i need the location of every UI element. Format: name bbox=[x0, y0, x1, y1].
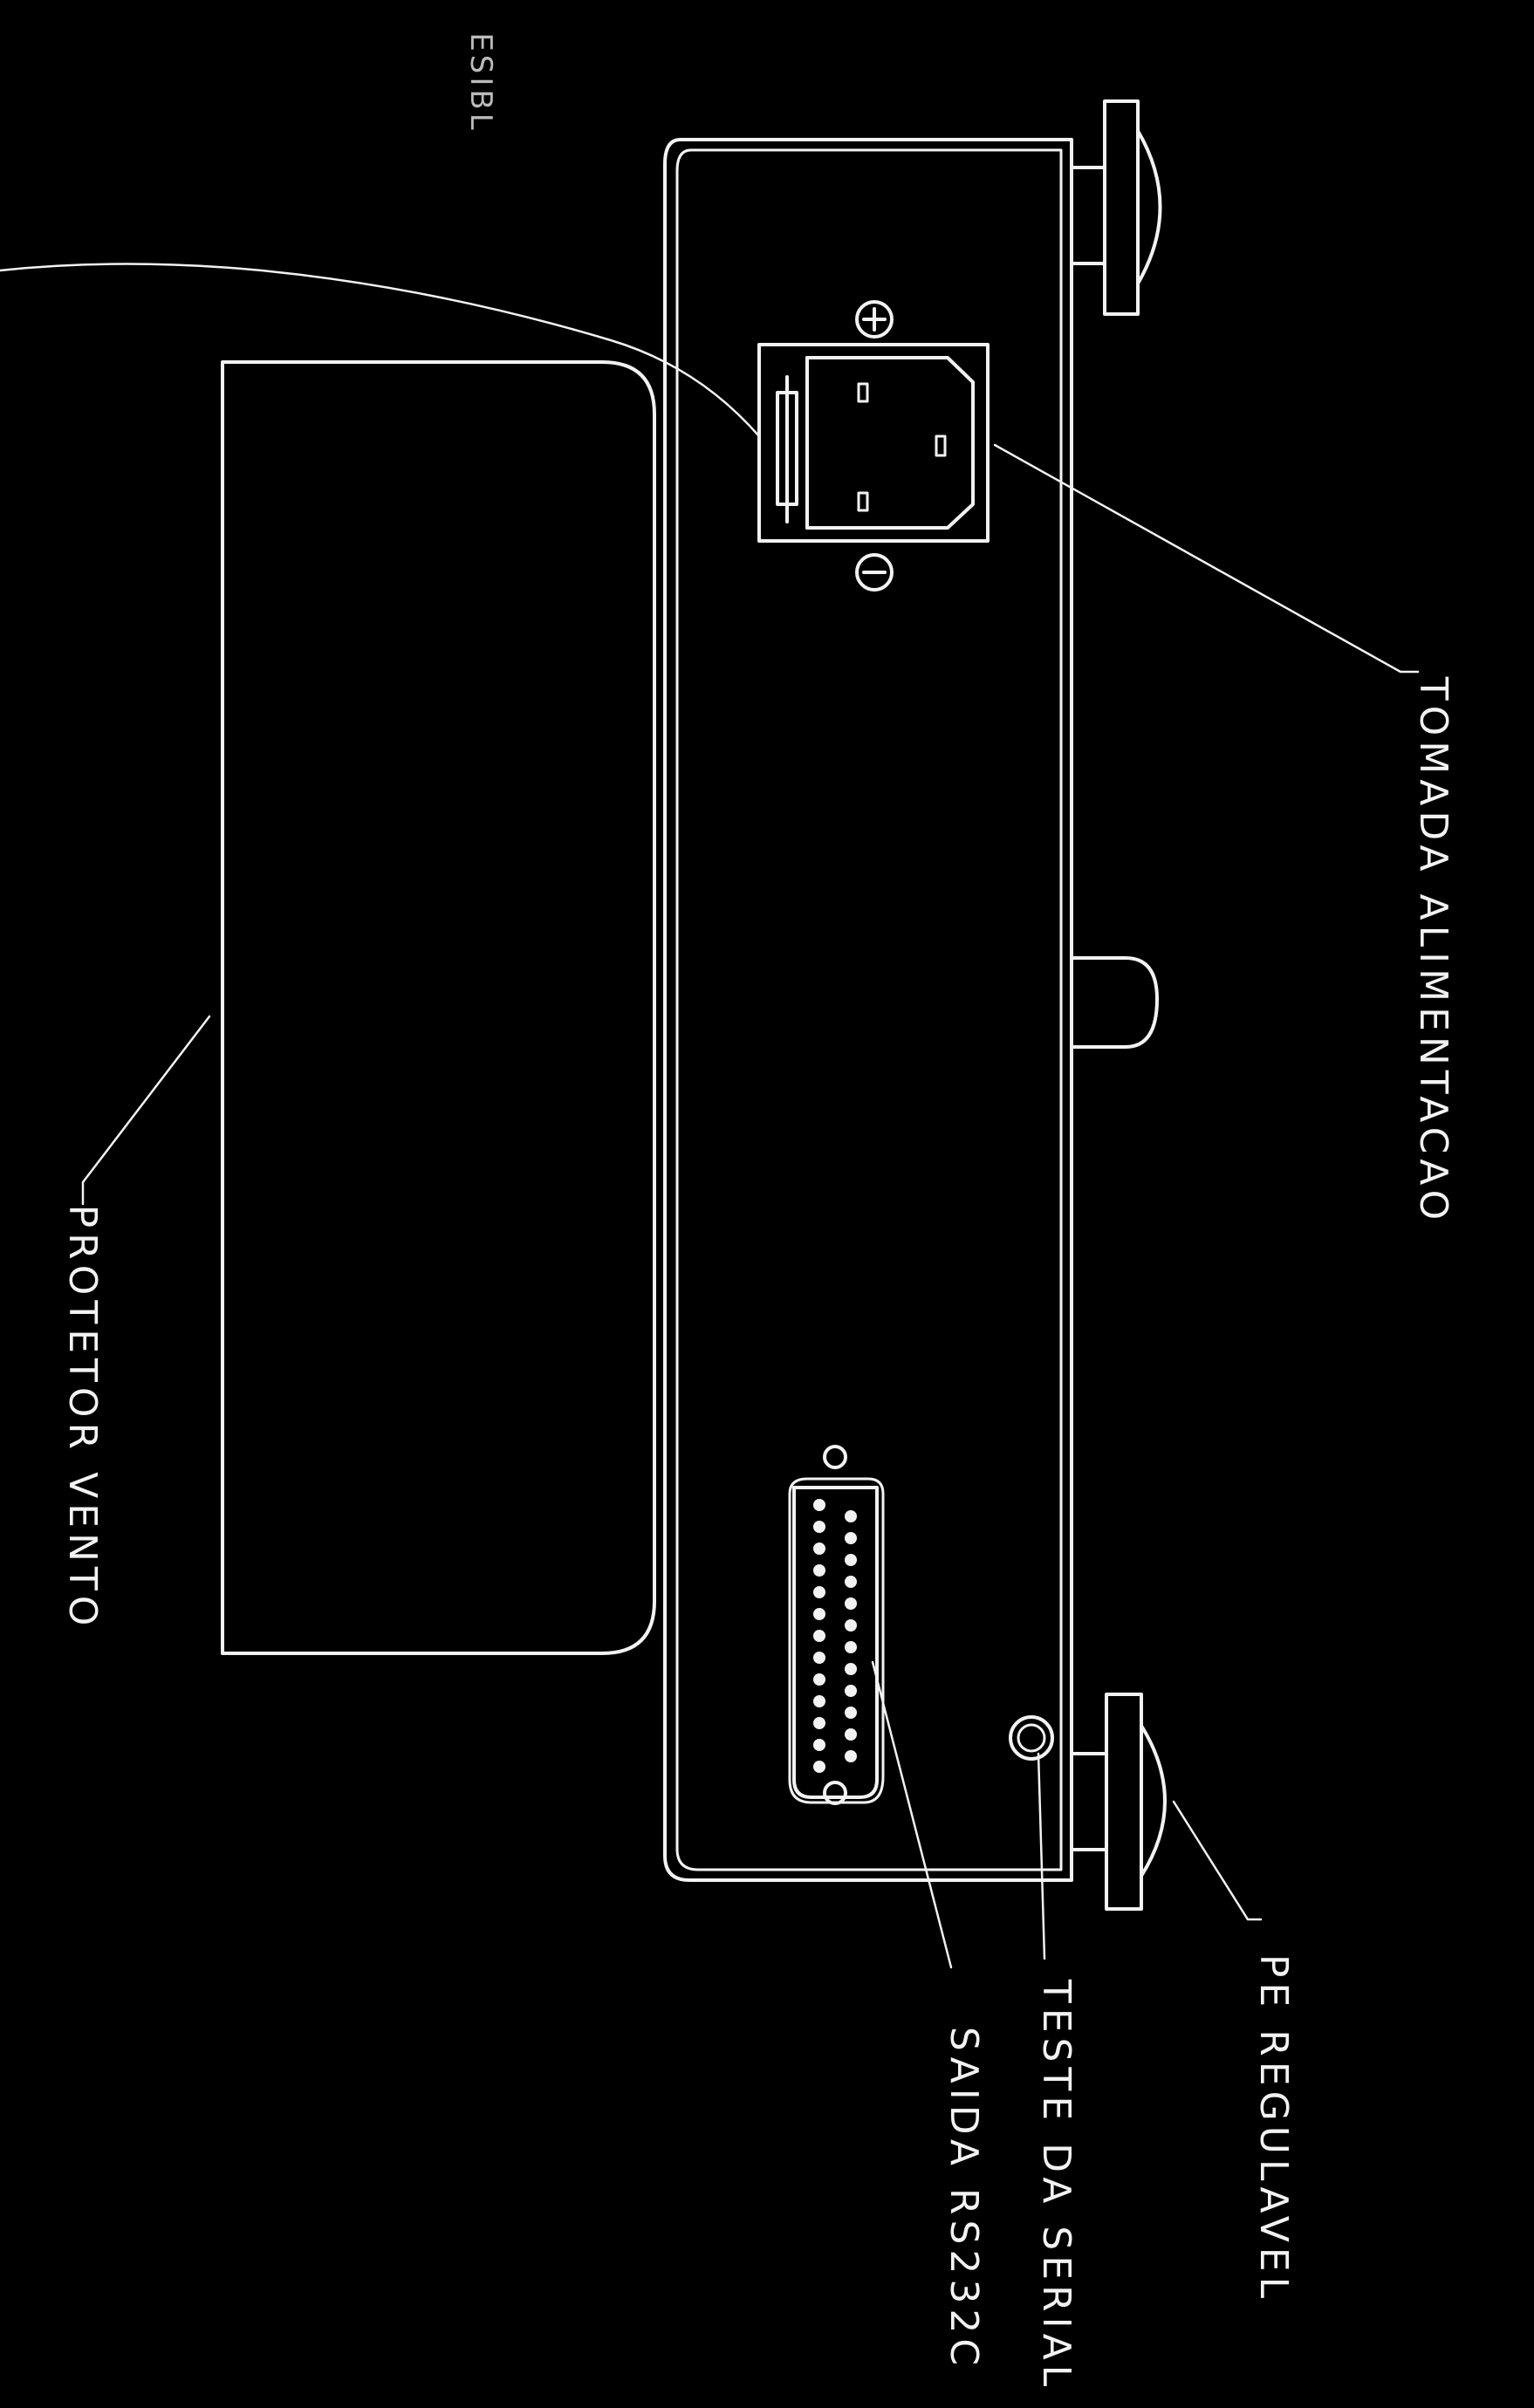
connector-pin bbox=[813, 1673, 825, 1686]
leader-adjustable-foot bbox=[1172, 1800, 1263, 1921]
connector-pin bbox=[845, 1685, 857, 1697]
iec-power-inlet-icon bbox=[757, 343, 990, 543]
wind-guard-shape bbox=[221, 360, 656, 1655]
screw-icon bbox=[855, 553, 894, 592]
label-rs232-output: SAIDA RS232C bbox=[942, 2027, 986, 2370]
connector-pin bbox=[813, 1761, 825, 1773]
connector-pin bbox=[845, 1707, 857, 1719]
connector-pin bbox=[845, 1663, 857, 1675]
connector-pin bbox=[813, 1586, 825, 1598]
connector-pin bbox=[845, 1597, 857, 1610]
leader-rs232 bbox=[871, 1660, 953, 1969]
connector-pin bbox=[845, 1532, 857, 1544]
connector-pin bbox=[813, 1543, 825, 1555]
cable-line bbox=[0, 263, 761, 438]
test-jack-icon bbox=[1009, 1715, 1054, 1761]
connector-pin bbox=[813, 1695, 825, 1707]
connector-pin bbox=[813, 1630, 825, 1642]
connector-pin bbox=[845, 1619, 857, 1632]
db25-connector-icon bbox=[788, 1445, 885, 1805]
connector-pin bbox=[845, 1510, 857, 1522]
connector-pin bbox=[813, 1652, 825, 1664]
screw-icon bbox=[855, 300, 894, 339]
connector-pin bbox=[813, 1717, 825, 1729]
leader-power-socket bbox=[993, 443, 1420, 674]
balance-body-inner-line bbox=[675, 148, 1063, 1871]
label-adjustable-foot: PE REGULAVEL bbox=[1251, 1954, 1296, 2303]
label-serial-test: TESTE DA SERIAL bbox=[1034, 1979, 1079, 2391]
balance-body-outline bbox=[663, 138, 1073, 1882]
label-power-socket: TOMADA ALIMENTACAO bbox=[1411, 676, 1455, 1226]
connector-pin bbox=[845, 1728, 857, 1741]
leader-wind-guard bbox=[81, 1015, 211, 1206]
leveling-foot-icon bbox=[1070, 1693, 1167, 1911]
leveling-foot-icon bbox=[1070, 99, 1162, 316]
db25-pins bbox=[813, 1499, 857, 1773]
connector-pin bbox=[813, 1739, 825, 1751]
connector-pin bbox=[845, 1554, 857, 1566]
label-corner-mark: ESIBL bbox=[463, 32, 498, 133]
connector-pin bbox=[813, 1499, 825, 1511]
label-wind-guard: PROTETOR VENTO bbox=[60, 1205, 105, 1632]
connector-pin bbox=[813, 1608, 825, 1620]
connector-pin bbox=[813, 1521, 825, 1533]
body-side-tab bbox=[1070, 956, 1159, 1049]
connector-pin bbox=[845, 1576, 857, 1588]
connector-pin bbox=[845, 1750, 857, 1762]
connector-pin bbox=[813, 1564, 825, 1577]
connector-pin bbox=[845, 1641, 857, 1653]
leader-serial-test bbox=[1037, 1752, 1046, 1960]
